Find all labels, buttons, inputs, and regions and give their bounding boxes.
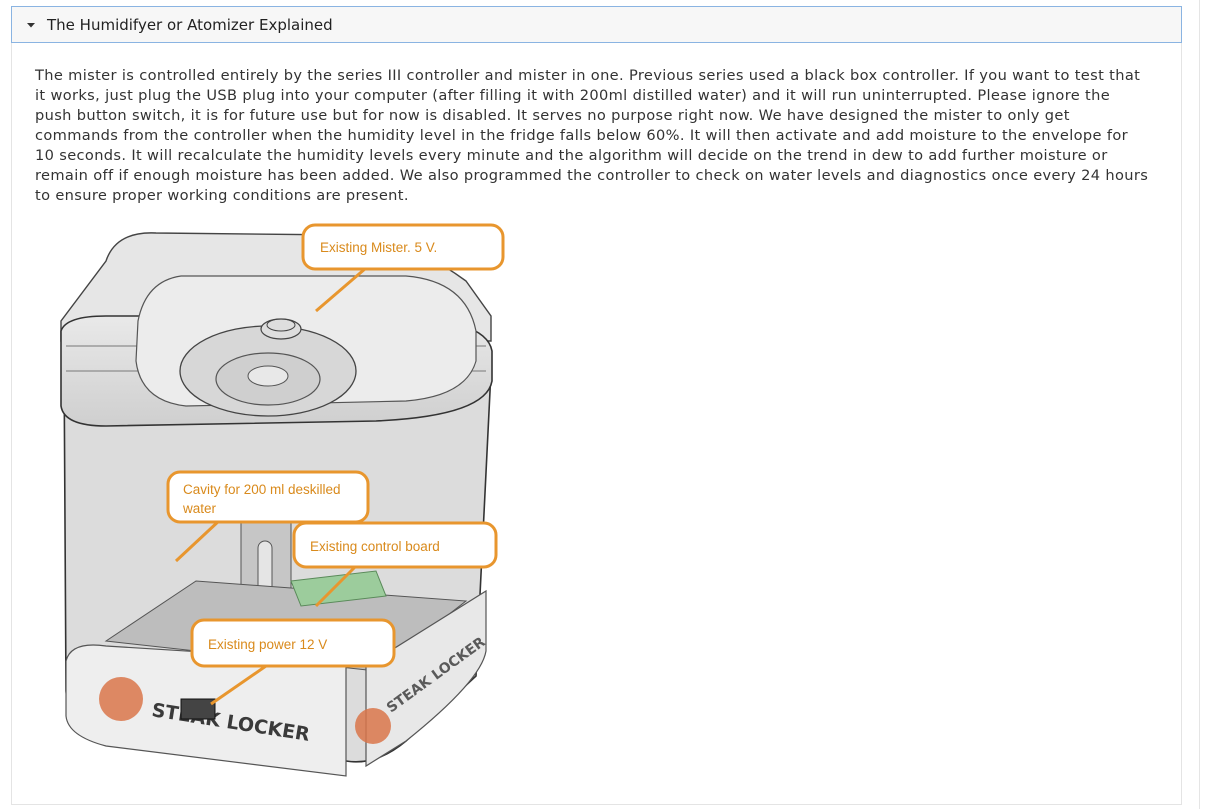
caret-down-icon[interactable] <box>24 18 38 32</box>
callout-power: Existing power 12 V <box>190 618 396 668</box>
accordion-header[interactable]: The Humidifyer or Atomizer Explained <box>11 6 1182 43</box>
svg-text:water: water <box>182 501 217 516</box>
svg-text:Existing power 12 V: Existing power 12 V <box>208 637 327 652</box>
mister-diagram-image: STEAK LOCKER STEAK LOCKER Existing Miste… <box>46 221 506 787</box>
steak-locker-logo <box>99 677 143 721</box>
callout-control-board: Existing control board <box>292 521 498 569</box>
callout-cavity: Cavity for 200 ml deskilled water <box>166 470 370 524</box>
svg-text:Existing control board: Existing control board <box>310 539 440 554</box>
accordion-body-text: The mister is controlled entirely by the… <box>35 67 1149 204</box>
callout-mister: Existing Mister. 5 V. <box>301 223 505 271</box>
steak-locker-logo-side <box>355 708 391 744</box>
accordion-title: The Humidifyer or Atomizer Explained <box>47 16 333 34</box>
svg-text:Existing Mister. 5 V.: Existing Mister. 5 V. <box>320 240 437 255</box>
page-divider <box>1199 0 1200 809</box>
svg-text:Cavity for 200 ml deskilled: Cavity for 200 ml deskilled <box>183 482 341 497</box>
